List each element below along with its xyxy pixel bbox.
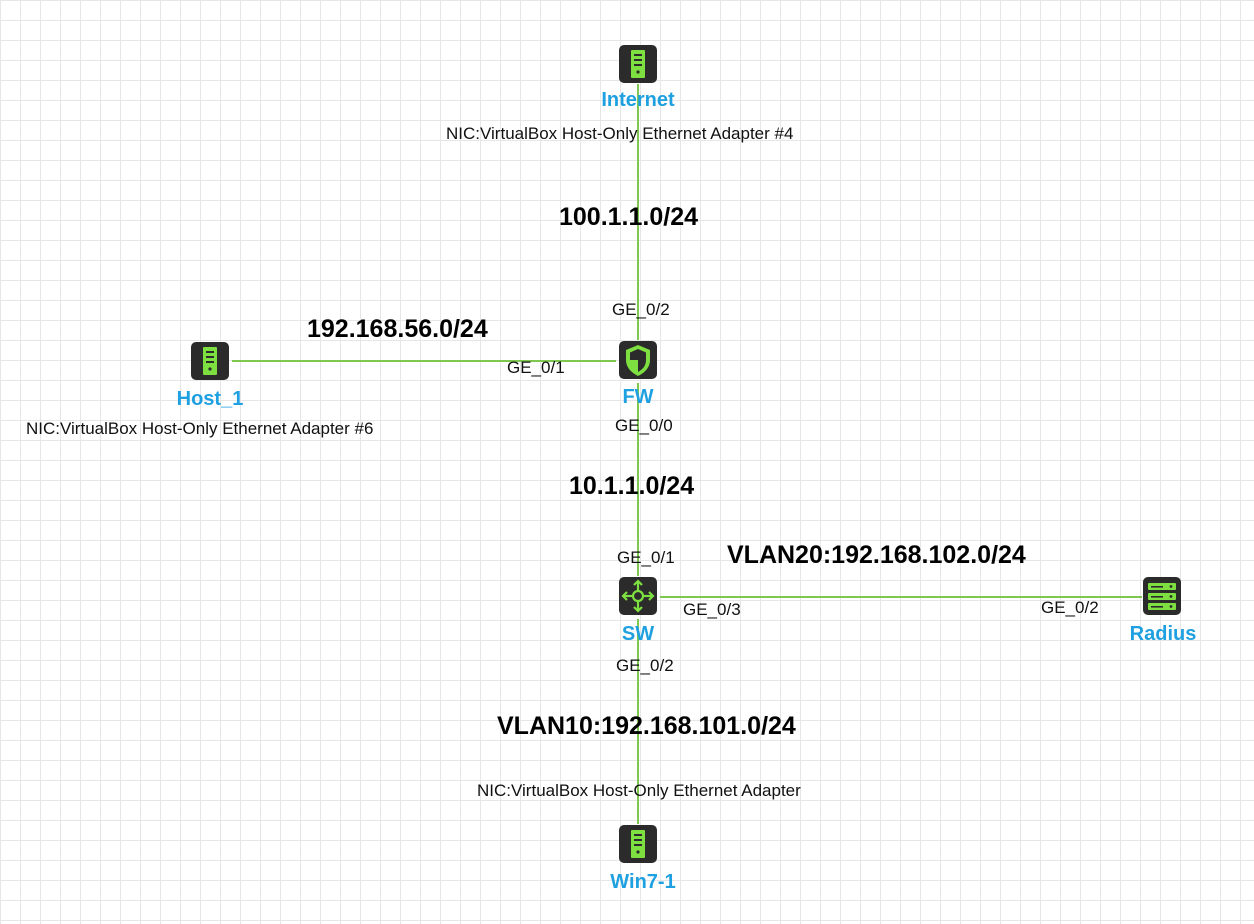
firewall-shield-icon xyxy=(619,341,657,379)
device-label-win7: Win7-1 xyxy=(610,871,676,893)
network-label-sw-radius: VLAN20:192.168.102.0/24 xyxy=(727,541,1026,569)
server-icon xyxy=(191,342,229,380)
network-label-fw-sw: 10.1.1.0/24 xyxy=(569,472,695,500)
rack-server-icon xyxy=(1143,577,1181,615)
nic-label-host1: NIC:VirtualBox Host-Only Ethernet Adapte… xyxy=(26,419,374,438)
port-label-fw-left: GE_0/1 xyxy=(507,358,565,377)
port-label-sw-top: GE_0/1 xyxy=(617,548,675,567)
device-sw[interactable] xyxy=(618,576,658,616)
server-icon xyxy=(619,45,657,83)
device-label-radius: Radius xyxy=(1129,623,1197,645)
device-label-host1: Host_1 xyxy=(176,388,244,410)
port-label-sw-right: GE_0/3 xyxy=(683,600,741,619)
device-radius[interactable] xyxy=(1142,576,1182,616)
port-label-fw-top: GE_0/2 xyxy=(612,300,670,319)
port-label-radius-left: GE_0/2 xyxy=(1041,598,1099,617)
device-label-fw: FW xyxy=(622,386,654,408)
port-label-sw-bottom: GE_0/2 xyxy=(616,656,674,675)
port-label-fw-bottom: GE_0/0 xyxy=(615,416,673,435)
device-host1[interactable] xyxy=(190,341,230,381)
nic-label-win7: NIC:VirtualBox Host-Only Ethernet Adapte… xyxy=(477,781,801,800)
device-win7[interactable] xyxy=(618,824,658,864)
nic-label-internet: NIC:VirtualBox Host-Only Ethernet Adapte… xyxy=(446,124,794,143)
device-label-internet: Internet xyxy=(601,89,675,111)
network-label-internet-fw: 100.1.1.0/24 xyxy=(559,203,699,231)
network-label-host-fw: 192.168.56.0/24 xyxy=(307,315,488,343)
device-internet[interactable] xyxy=(618,44,658,84)
device-fw[interactable] xyxy=(618,340,658,380)
network-label-sw-win7: VLAN10:192.168.101.0/24 xyxy=(497,712,796,740)
server-icon xyxy=(619,825,657,863)
device-label-sw: SW xyxy=(621,623,655,645)
switch-arrows-icon xyxy=(619,577,657,615)
